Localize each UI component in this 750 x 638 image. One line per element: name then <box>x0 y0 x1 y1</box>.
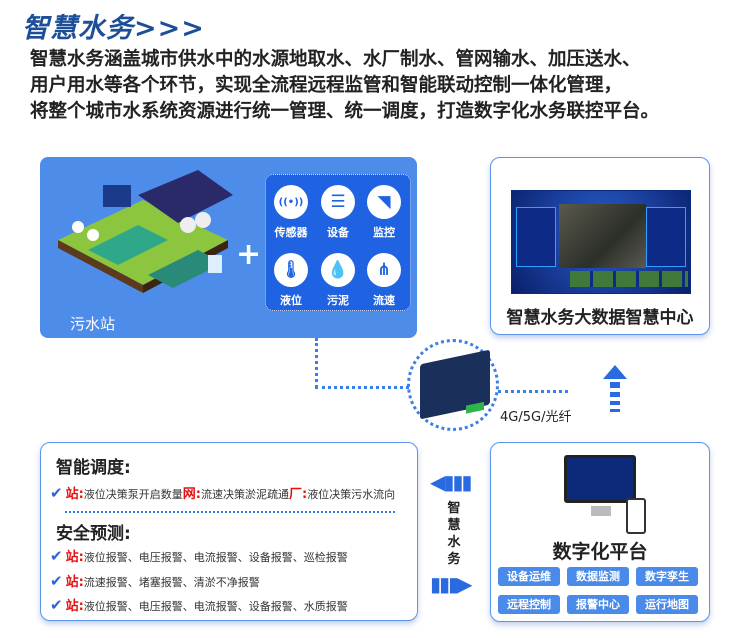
connector-line <box>315 386 409 389</box>
flow-label: 智慧水务 <box>447 501 461 567</box>
flow-item: ⋔ 流速 <box>362 253 406 308</box>
key: 站: <box>65 550 84 565</box>
connector-line <box>498 390 568 393</box>
sewage-station-label: 污水站 <box>70 315 116 333</box>
sludge-item: 💧 污泥 <box>316 253 360 308</box>
text: 液位决策污水流向 <box>307 488 396 501</box>
dashboard-screenshot <box>511 190 691 294</box>
text: 液位报警、电压报警、电流报警、设备报警、巡检报警 <box>83 551 348 564</box>
phone-image <box>626 498 646 534</box>
text: 液位决策泵开启数量 <box>83 488 183 501</box>
key: 站: <box>65 487 84 502</box>
connector-line <box>315 338 318 388</box>
sewage-station-panel: 污水站 + ((•)) 传感器 ☰ 设备 ◥ 监控 🌡 液位 💧 污泥 ⋔ 流速 <box>40 157 417 338</box>
icon-label: 污泥 <box>327 294 349 307</box>
scheduling-card: 智能调度: ✔站:液位决策泵开启数量网:流速决策淤泥疏通厂:液位决策污水流向 安… <box>40 442 418 621</box>
thermometer-icon: 🌡 <box>274 253 308 287</box>
camera-icon: ◥ <box>367 185 401 219</box>
router-ring <box>407 339 499 431</box>
datacenter-label: 智慧水务大数据智慧中心 <box>506 308 694 328</box>
icon-label: 液位 <box>280 294 302 307</box>
key: 网: <box>182 487 201 502</box>
divider <box>65 511 395 513</box>
schedule-title: 智能调度: <box>56 458 131 478</box>
safety-row: ✔站:流速报警、堵塞报警、清淤不净报警 <box>50 571 260 590</box>
page-title: 智慧水务>>> <box>22 13 205 44</box>
safety-row: ✔站:液位报警、电压报警、电流报警、设备报警、水质报警 <box>50 595 348 614</box>
check-icon: ✔ <box>50 596 63 614</box>
device-ops-button[interactable]: 设备运维 <box>498 567 560 586</box>
intro-line: 将整个城市水系统资源进行统一管理、统一调度，打造数字化水务联控平台。 <box>30 101 660 122</box>
monitor-stand <box>591 506 611 516</box>
text: 流速报警、堵塞报警、清淤不净报警 <box>83 576 260 589</box>
check-icon: ✔ <box>50 484 63 502</box>
network-label: 4G/5G/光纤 <box>500 410 572 425</box>
icon-label: 流速 <box>373 294 395 307</box>
key: 厂: <box>288 487 308 502</box>
up-arrow-icon <box>603 365 627 412</box>
sensor-icon-group: ((•)) 传感器 ☰ 设备 ◥ 监控 🌡 液位 💧 污泥 ⋔ 流速 <box>265 174 411 311</box>
intro-line: 智慧水务涵盖城市供水中的水源地取水、水厂制水、管网输水、加压送水、 <box>30 49 641 70</box>
monitor-image <box>564 455 636 503</box>
sewage-plant-illustration <box>58 170 233 293</box>
level-item: 🌡 液位 <box>269 253 313 308</box>
safety-title: 安全预测: <box>56 524 131 544</box>
device-item: ☰ 设备 <box>316 185 360 240</box>
device-icon: ☰ <box>321 185 355 219</box>
alarm-center-button[interactable]: 报警中心 <box>567 595 629 614</box>
check-icon: ✔ <box>50 547 63 565</box>
digital-twin-button[interactable]: 数字孪生 <box>636 567 698 586</box>
digital-platform-card: 数字化平台 设备运维 数据监测 数字孪生 远程控制 报警中心 运行地图 <box>490 442 710 622</box>
camera-item: ◥ 监控 <box>362 185 406 240</box>
drop-icon: 💧 <box>321 253 355 287</box>
intro-text: 智慧水务涵盖城市供水中的水源地取水、水厂制水、管网输水、加压送水、 用户用水等各… <box>30 47 750 125</box>
right-arrow-icon: ▮▮▮▶ <box>430 572 472 596</box>
platform-label: 数字化平台 <box>552 541 648 563</box>
sensor-icon: ((•)) <box>274 185 308 219</box>
schedule-row: ✔站:液位决策泵开启数量网:流速决策淤泥疏通厂:液位决策污水流向 <box>50 483 395 502</box>
safety-row: ✔站:液位报警、电压报警、电流报警、设备报警、巡检报警 <box>50 546 348 565</box>
data-monitor-button[interactable]: 数据监测 <box>567 567 629 586</box>
datacenter-card: 智慧水务大数据智慧中心 <box>490 157 710 335</box>
icon-label: 监控 <box>373 226 395 239</box>
operation-map-button[interactable]: 运行地图 <box>636 595 698 614</box>
icon-label: 传感器 <box>274 226 308 239</box>
sensor-item: ((•)) 传感器 <box>269 185 313 240</box>
flow-icon: ⋔ <box>367 253 401 287</box>
key: 站: <box>65 599 84 614</box>
intro-line: 用户用水等各个环节，实现全流程远程监管和智能联动控制一体化管理， <box>30 75 623 96</box>
icon-label: 设备 <box>327 226 349 239</box>
text: 液位报警、电压报警、电流报警、设备报警、水质报警 <box>83 600 348 613</box>
remote-control-button[interactable]: 远程控制 <box>498 595 560 614</box>
check-icon: ✔ <box>50 572 63 590</box>
text: 流速决策淤泥疏通 <box>200 488 289 501</box>
key: 站: <box>65 575 84 590</box>
left-arrow-icon: ◀▮▮▮ <box>430 470 472 494</box>
plus-icon: + <box>236 237 262 272</box>
